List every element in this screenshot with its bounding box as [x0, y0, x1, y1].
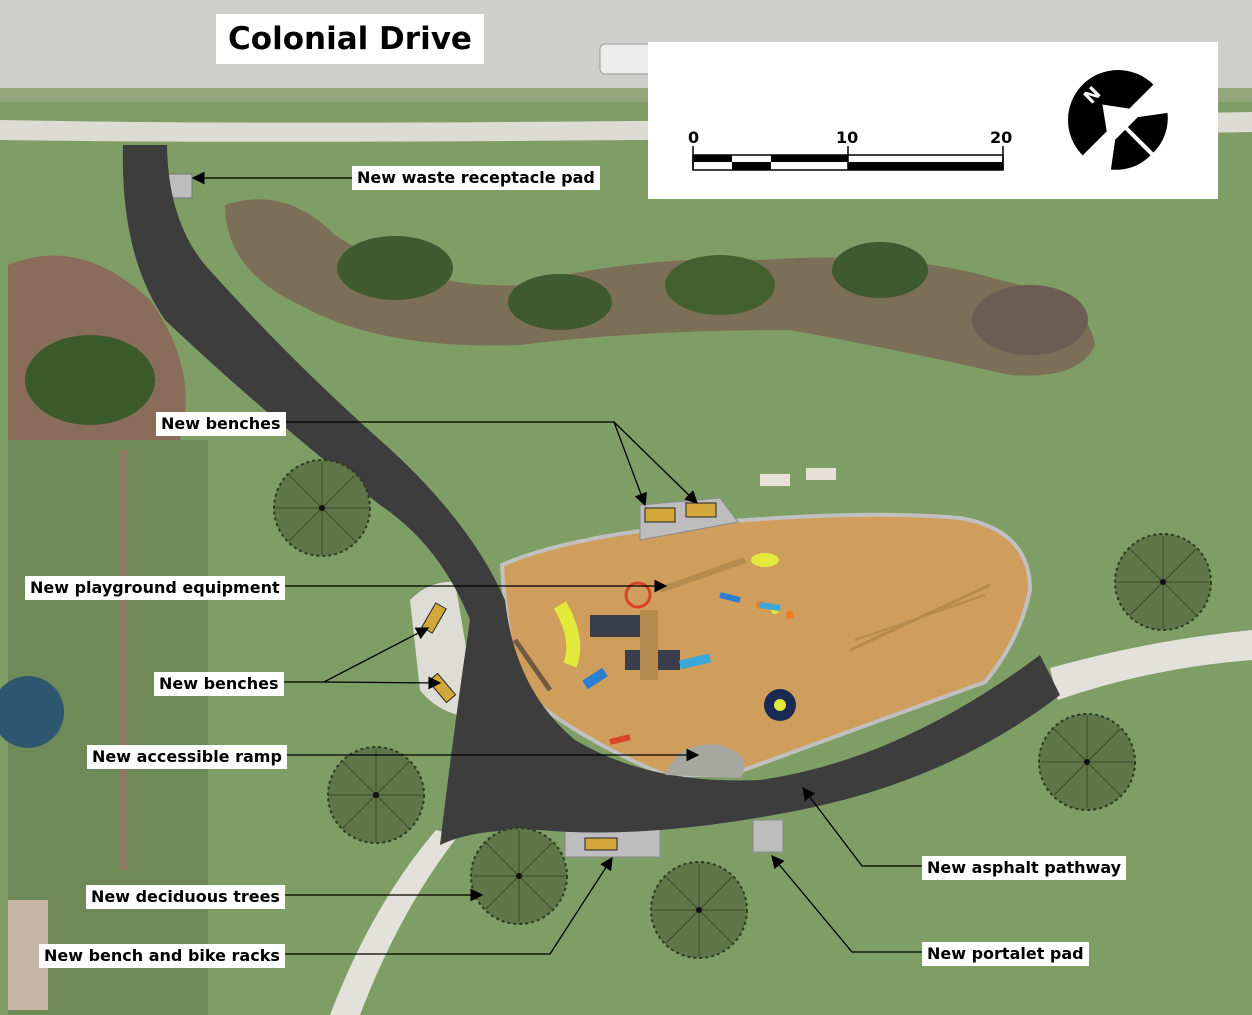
accessible-ramp — [665, 744, 745, 778]
existing-bench — [760, 474, 790, 486]
label-waste-receptacle-pad: New waste receptacle pad — [352, 166, 600, 190]
shrub — [972, 285, 1088, 355]
scale-bar — [692, 146, 1004, 171]
label-deciduous-trees: New deciduous trees — [86, 885, 285, 909]
shrub — [832, 242, 928, 298]
existing-path — [1050, 630, 1252, 700]
label-portalet-pad: New portalet pad — [922, 942, 1089, 966]
bench — [644, 507, 676, 523]
fence — [120, 450, 128, 870]
shrub — [665, 255, 775, 315]
scale-north-panel: N 0 10 20 — [648, 42, 1218, 199]
bench — [584, 837, 618, 851]
bench — [685, 502, 717, 518]
portalet-pad — [752, 819, 784, 853]
shrub — [337, 236, 453, 300]
label-new-benches-left: New benches — [154, 672, 284, 696]
scale-tick-0: 0 — [688, 128, 700, 147]
label-playground-equipment: New playground equipment — [25, 576, 285, 600]
existing-path — [330, 830, 458, 1015]
shrub-bed — [225, 199, 1095, 376]
label-new-benches-top: New benches — [156, 412, 286, 436]
label-bench-bike-racks: New bench and bike racks — [39, 944, 285, 968]
scale-tick-20: 20 — [990, 128, 1013, 147]
label-asphalt-pathway: New asphalt pathway — [922, 856, 1127, 880]
shrub — [25, 335, 155, 425]
shrub — [508, 274, 612, 330]
label-accessible-ramp: New accessible ramp — [87, 745, 287, 769]
trampoline — [0, 676, 64, 748]
scale-tick-10: 10 — [836, 128, 859, 147]
existing-bench — [806, 468, 836, 480]
street-name-label: Colonial Drive — [216, 14, 484, 64]
north-arrow-icon — [1068, 70, 1168, 170]
playground-equipment — [512, 553, 991, 745]
